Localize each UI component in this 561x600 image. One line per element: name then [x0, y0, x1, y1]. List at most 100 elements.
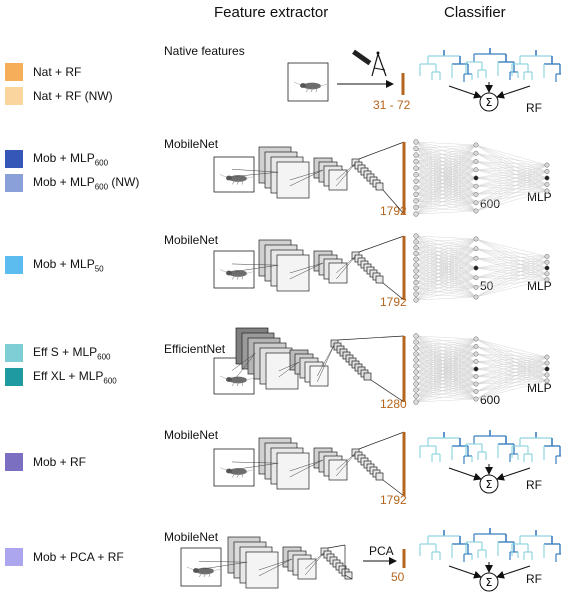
- mlp-input-node: [413, 198, 419, 204]
- mlp-edge: [415, 144, 477, 156]
- mlp-edge: [475, 184, 548, 187]
- mlp-input-node: [413, 285, 419, 292]
- legend-label: Mob + MLP600 (NW): [33, 174, 140, 192]
- sum-node: [479, 572, 499, 592]
- compass-leg: [377, 53, 387, 77]
- mlp-edge: [415, 353, 477, 403]
- mlp-edge: [415, 144, 477, 208]
- mlp-edge: [475, 267, 548, 278]
- mlp-edge: [415, 267, 477, 301]
- legend-label: Mob + RF: [33, 455, 87, 469]
- ruler-icon: [352, 49, 372, 66]
- mlp-edge: [415, 247, 477, 259]
- compass-hinge: [376, 51, 380, 55]
- insect-body: [229, 175, 247, 182]
- mlp-network: [413, 139, 550, 217]
- mlp-edge: [415, 241, 477, 249]
- mlp-output-node: [544, 271, 550, 277]
- mlp-edge: [475, 368, 548, 385]
- insect-tail: [245, 176, 255, 179]
- mlp-input-node: [413, 262, 419, 268]
- mlp-edge: [415, 361, 477, 397]
- mlp-edge: [475, 376, 548, 382]
- mlp-hidden-node: [473, 183, 479, 189]
- legend-label: Mob + PCA + RF: [33, 550, 124, 564]
- mlp-input-node: [413, 172, 419, 178]
- conv-layer: [375, 472, 384, 481]
- mlp-edge: [475, 248, 548, 257]
- legend: Nat + RF Nat + RF (NW) Mob + MLP600 Mob …: [0, 0, 160, 600]
- mlp-edge: [415, 353, 477, 373]
- dim-label: 50: [391, 570, 405, 584]
- mlp-edge: [475, 380, 548, 400]
- mlp-hidden-node: [473, 255, 479, 261]
- row-title-mobilenet-3: MobileNet: [164, 428, 219, 442]
- mlp-edge: [415, 248, 477, 254]
- flatten-line: [382, 282, 405, 301]
- conv-connector: [231, 353, 256, 371]
- insect-leg: [241, 381, 244, 387]
- mlp-edge: [475, 362, 548, 377]
- conv-connector: [336, 163, 356, 187]
- legend-item-mob-mlp600-nw: Mob + MLP600 (NW): [5, 174, 139, 192]
- mlp-edge: [415, 368, 477, 403]
- mlp-edge: [475, 190, 548, 203]
- mlp-input-node: [413, 233, 419, 239]
- decision-tree: [465, 430, 519, 462]
- mlp-edge: [475, 184, 548, 212]
- mlp-edge: [415, 341, 477, 347]
- mlp-hidden-node: [473, 167, 479, 173]
- mlp-edge: [415, 258, 477, 295]
- mlp-edge: [415, 277, 477, 301]
- mlp-edge: [415, 235, 477, 249]
- mlp-edge: [415, 359, 477, 362]
- conv-layer: [309, 365, 329, 387]
- mlp-edge: [475, 171, 548, 203]
- mlp-input-node: [413, 333, 419, 339]
- mlp-hidden-node: [473, 336, 479, 342]
- mlp-edge: [415, 361, 477, 379]
- mlp-input-node: [413, 211, 419, 217]
- mlp-output-node: [544, 265, 550, 271]
- mlp-input-node: [413, 185, 419, 191]
- header-feature-extractor: Feature extractor: [214, 4, 329, 21]
- mlp-edge: [475, 190, 548, 195]
- insect-tail: [245, 271, 255, 274]
- flatten-line: [382, 189, 405, 215]
- dim-label: 31 - 72: [373, 98, 411, 112]
- legend-swatch: [5, 548, 23, 566]
- mlp-edge: [415, 398, 477, 403]
- mlp-input-node: [413, 139, 419, 145]
- mlp-edge: [475, 164, 548, 203]
- pca-label: PCA: [369, 544, 394, 558]
- insect-tail: [245, 377, 255, 381]
- insect-image: [219, 174, 255, 185]
- mlp-edge: [415, 238, 477, 277]
- mlp-hidden-node: [473, 150, 479, 156]
- mlp-edge: [415, 154, 477, 162]
- mlp-input-node: [413, 165, 419, 171]
- insect-leg: [236, 180, 240, 185]
- mlp-hidden-node: [473, 159, 479, 164]
- mlp-hidden-node: [473, 374, 479, 379]
- mlp-edge: [415, 161, 477, 169]
- legend-item-mob-pca-rf: Mob + PCA + RF: [5, 548, 124, 566]
- mlp-edge: [475, 171, 548, 195]
- insect-leg: [198, 572, 203, 578]
- mlp-edge: [415, 153, 477, 208]
- mlp-edge: [415, 144, 477, 202]
- mlp-hidden-node: [473, 246, 479, 252]
- mlp-edge: [475, 171, 548, 187]
- mlp-edge: [475, 362, 548, 392]
- mlp-edge: [415, 258, 477, 266]
- vote-arrow: [448, 85, 482, 99]
- mlp-edge: [415, 161, 477, 189]
- mlp-edge: [415, 258, 477, 260]
- mlp-edge: [475, 356, 548, 362]
- mlp-edge: [415, 346, 477, 391]
- mlp-hidden-node: [473, 359, 479, 364]
- mlp-edge: [415, 169, 477, 202]
- mlp-edge: [415, 353, 477, 397]
- legend-swatch: [5, 63, 23, 81]
